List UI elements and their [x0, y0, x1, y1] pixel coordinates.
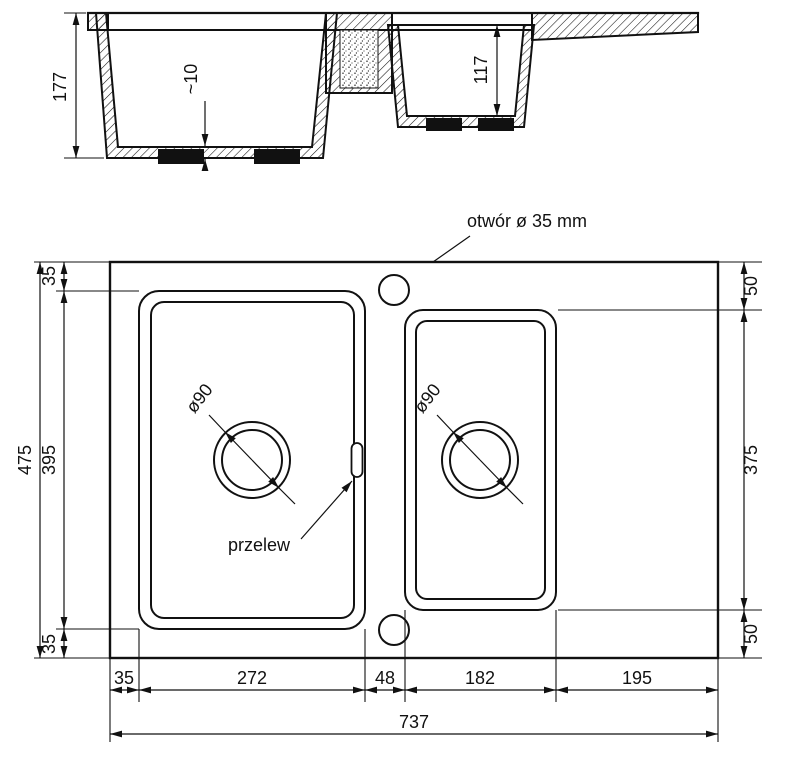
small-bowl-section	[386, 24, 536, 128]
right-bowl-inner	[415, 320, 546, 600]
tap-hole-top	[378, 274, 410, 306]
overflow-leader	[300, 480, 353, 540]
tap-hole-bottom	[378, 614, 410, 646]
cross-section-view: 177 ~10 117	[50, 11, 700, 171]
left-drain-inner	[221, 429, 283, 491]
dim-bottom-thickness: ~10	[181, 64, 209, 171]
dim-total-width-label: 737	[399, 712, 429, 732]
dim-small-bowl-depth-label: 117	[471, 56, 491, 85]
dim-drainer-width-label: 195	[622, 668, 652, 688]
left-bowl-drain-fitting	[254, 149, 300, 164]
right-dimension-chain: 50 375 50	[558, 261, 762, 659]
left-bowl-drain-fitting	[158, 149, 204, 164]
small-bowl-drain-fitting	[426, 118, 462, 131]
overflow-callout-label: przelew	[228, 535, 291, 555]
dim-total-depth-label: 177	[50, 72, 70, 102]
right-drain-inner	[449, 429, 511, 491]
right-bowl-rim	[404, 309, 557, 611]
plan-view: otwór ø 35 mm przelew ø90	[108, 211, 720, 660]
dim-bottom-left-margin-label: 35	[114, 668, 134, 688]
overflow-slot	[350, 442, 364, 478]
left-bowl-section	[94, 12, 339, 159]
sink-outline	[108, 260, 720, 660]
left-bowl-rim	[138, 290, 366, 630]
dim-bottom-thickness-label: ~10	[181, 64, 201, 95]
dim-left-bottom-margin-label: 35	[39, 634, 59, 654]
divider-core-stipple	[340, 30, 378, 88]
left-drain-outer	[213, 421, 291, 499]
dim-total-depth: 177	[50, 12, 104, 159]
dim-right-bottom-margin-label: 50	[741, 624, 761, 644]
tap-hole-callout-label: otwór ø 35 mm	[467, 211, 587, 231]
small-bowl-drain-fitting	[478, 118, 514, 131]
left-dimension-chain: 35 395 35 475	[15, 261, 139, 659]
dim-small-bowl-depth: 117	[471, 24, 510, 117]
right-drain-outer	[441, 421, 519, 499]
dim-left-bowl-height-label: 395	[39, 445, 59, 475]
dim-right-bowl-width-label: 182	[465, 668, 495, 688]
dim-left-top-margin-label: 35	[39, 266, 59, 286]
bottom-dimension-chain: 35 272 48 182 195 737	[109, 610, 719, 742]
dim-right-bowl-height-label: 375	[741, 445, 761, 475]
dim-right-top-margin-label: 50	[741, 276, 761, 296]
dim-left-bowl-width-label: 272	[237, 668, 267, 688]
dim-total-height-label: 475	[15, 445, 35, 475]
dim-gap-label: 48	[375, 668, 395, 688]
drainer-section	[531, 12, 699, 42]
